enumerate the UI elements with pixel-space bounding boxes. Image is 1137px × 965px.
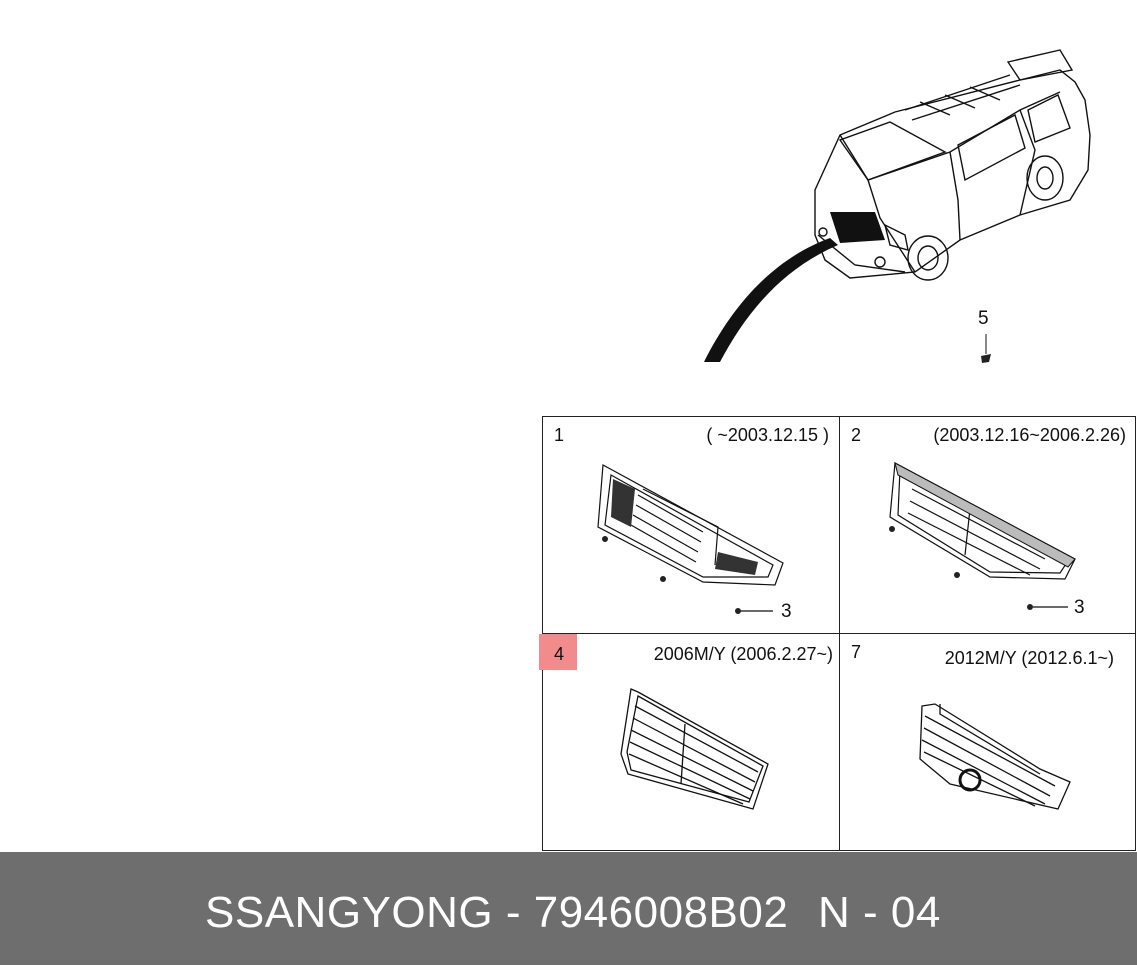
part-number-label: 1 (554, 425, 565, 445)
date-range-label: (2003.12.16~2006.2.26) (933, 425, 1126, 445)
grille-drawing-7 (919, 703, 1071, 810)
part-number-label: 7 (851, 642, 862, 662)
panel-variant-2: 2 (2003.12.16~2006.2.26) 3 (840, 417, 1136, 634)
parts-variant-grid: 1 ( ~2003.12.15 ) 3 2 (2003.12.16~2006.2… (539, 416, 1136, 851)
vehicle-overview-illustration (704, 49, 1091, 362)
panel-variant-7: 7 2012M/Y (2012.6.1~) (840, 634, 1136, 850)
panel-variant-4: 4 2006M/Y (2006.2.27~) (539, 634, 840, 850)
part-number-label: 2 (851, 425, 862, 445)
fastener-3-callout: 3 (1074, 597, 1085, 618)
date-range-label: 2006M/Y (2006.2.27~) (653, 644, 833, 664)
part-number-label-highlighted: 4 (539, 634, 577, 670)
page-reference: N - 04 (818, 888, 941, 937)
grille-drawing-2 (889, 462, 1076, 610)
date-range-label: 2012M/Y (2012.6.1~) (944, 648, 1114, 668)
clip-fastener-5 (981, 334, 991, 363)
callout-5-label: 5 (978, 308, 989, 329)
panel-variant-1: 1 ( ~2003.12.15 ) 3 (543, 417, 840, 634)
grille-drawing-4 (620, 688, 769, 810)
footer-bar: SSANGYONG - 7946008B02 N - 04 (0, 852, 1137, 965)
fastener-3-callout: 3 (781, 601, 792, 622)
brand-part-number: SSANGYONG - 7946008B02 (205, 888, 789, 937)
date-range-label: ( ~2003.12.15 ) (706, 425, 829, 445)
grille-drawing-1 (597, 464, 784, 614)
